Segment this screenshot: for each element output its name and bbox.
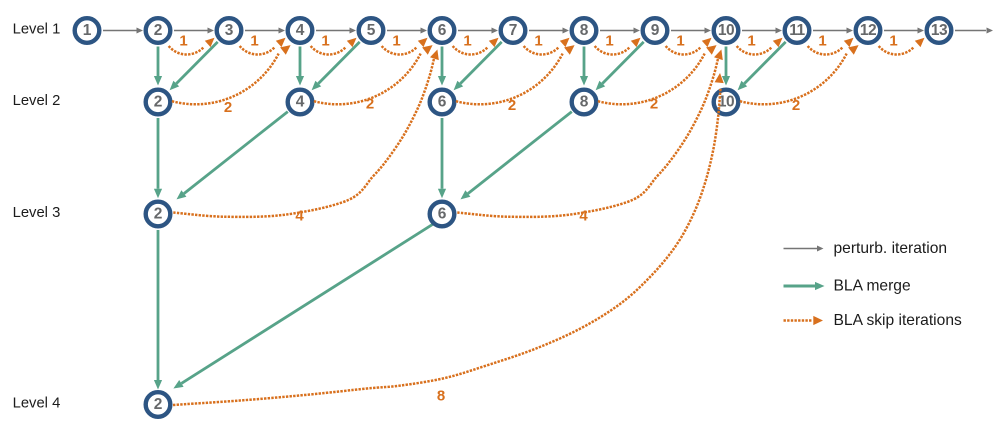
svg-text:2: 2: [650, 95, 658, 112]
svg-text:4: 4: [579, 208, 588, 225]
svg-text:1: 1: [889, 33, 897, 50]
svg-text:8: 8: [580, 94, 589, 111]
svg-text:2: 2: [154, 206, 163, 223]
svg-text:1: 1: [605, 33, 613, 50]
svg-text:2: 2: [224, 99, 232, 116]
svg-text:6: 6: [438, 206, 447, 223]
svg-text:1: 1: [747, 33, 755, 50]
svg-text:1: 1: [179, 33, 187, 50]
svg-text:8: 8: [437, 388, 445, 405]
svg-text:2: 2: [792, 97, 800, 114]
svg-text:Level 1: Level 1: [13, 21, 61, 37]
svg-text:4: 4: [296, 22, 305, 39]
svg-text:7: 7: [509, 22, 518, 39]
svg-text:12: 12: [860, 22, 876, 39]
svg-text:10: 10: [718, 22, 734, 39]
svg-text:1: 1: [321, 33, 329, 50]
svg-text:6: 6: [438, 22, 447, 39]
svg-text:1: 1: [818, 33, 826, 50]
svg-text:BLA merge: BLA merge: [834, 278, 911, 295]
svg-text:11: 11: [789, 22, 805, 39]
svg-text:6: 6: [438, 94, 447, 111]
svg-text:BLA skip iterations: BLA skip iterations: [834, 312, 962, 329]
svg-text:13: 13: [931, 22, 948, 39]
svg-text:10: 10: [718, 94, 734, 111]
svg-text:1: 1: [676, 33, 684, 50]
svg-text:9: 9: [651, 22, 660, 39]
svg-text:1: 1: [392, 33, 400, 50]
svg-text:1: 1: [250, 33, 258, 50]
svg-text:2: 2: [154, 396, 163, 413]
svg-text:perturb. iteration: perturb. iteration: [834, 240, 948, 257]
svg-text:4: 4: [296, 94, 305, 111]
svg-text:2: 2: [154, 22, 163, 39]
svg-text:2: 2: [508, 97, 516, 114]
svg-text:Level 2: Level 2: [13, 93, 61, 109]
svg-text:3: 3: [225, 22, 234, 39]
svg-text:4: 4: [295, 208, 304, 225]
svg-text:5: 5: [367, 22, 376, 39]
svg-text:2: 2: [366, 95, 374, 112]
svg-text:1: 1: [83, 22, 92, 39]
svg-text:1: 1: [534, 33, 542, 50]
svg-text:2: 2: [154, 94, 163, 111]
svg-text:8: 8: [580, 22, 589, 39]
svg-text:1: 1: [463, 33, 471, 50]
svg-text:Level 4: Level 4: [13, 395, 61, 411]
svg-text:Level 3: Level 3: [13, 205, 61, 221]
